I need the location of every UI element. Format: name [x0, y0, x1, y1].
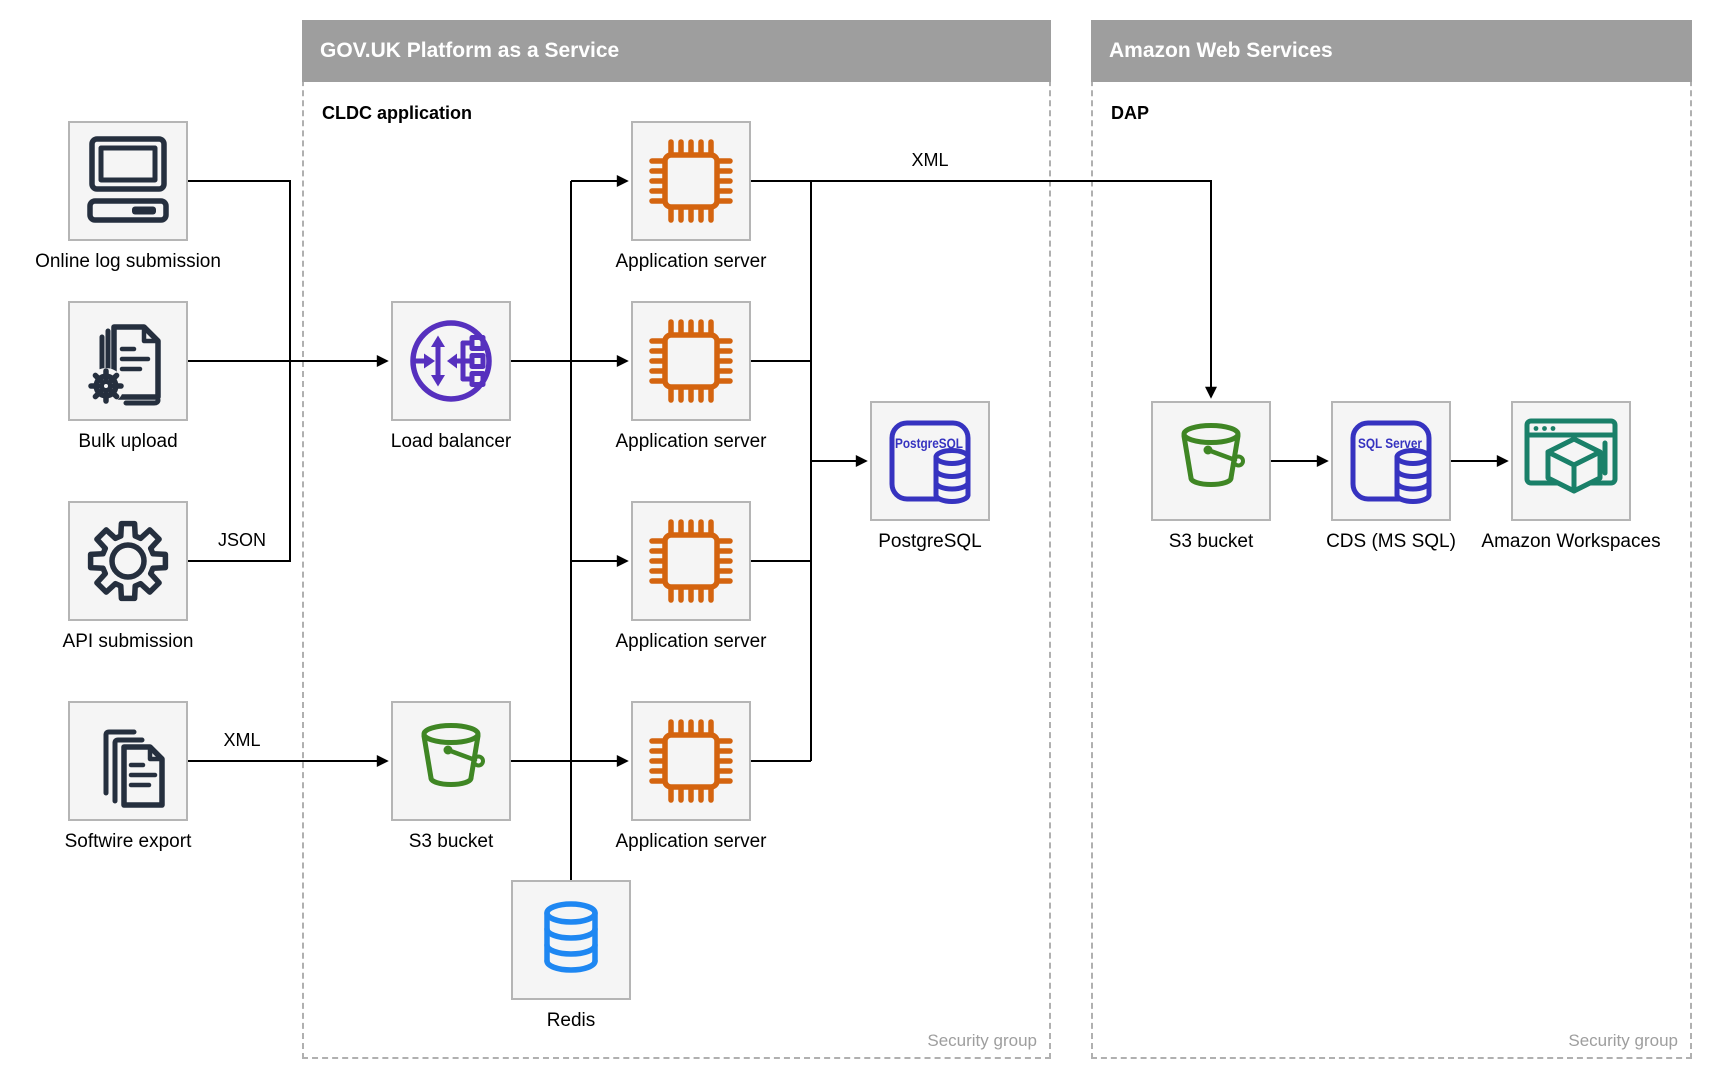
aws-title: Amazon Web Services	[1109, 39, 1333, 62]
load-balancer-icon	[410, 320, 492, 402]
node-label: Application server	[615, 431, 767, 452]
edge-label-xml-softwire: XML	[223, 730, 261, 750]
s3-bucket-icon	[1181, 423, 1245, 487]
node-label: Application server	[615, 251, 767, 272]
paas-title: GOV.UK Platform as a Service	[320, 39, 620, 62]
node-label: Redis	[546, 1010, 596, 1031]
node-label: S3 bucket	[1168, 531, 1254, 552]
desktop-computer-icon	[87, 136, 169, 223]
node-bulk-upload	[68, 301, 188, 421]
node-redis	[511, 880, 631, 1000]
node-label: Online log submission	[35, 251, 221, 272]
node-online-log-submission	[68, 121, 188, 241]
node-label: API submission	[62, 631, 194, 652]
node-label: PostgreSQL	[878, 531, 982, 552]
node-load-balancer	[391, 301, 511, 421]
chip-icon	[649, 319, 733, 403]
sql-server-database-icon: SQL Server	[1350, 420, 1432, 504]
node-label: Amazon Workspaces	[1481, 531, 1661, 552]
node-cds-ms-sql: SQL Server	[1331, 401, 1451, 521]
documents-stack-icon	[103, 729, 165, 808]
node-label: S3 bucket	[408, 831, 494, 852]
node-application-server-4	[631, 701, 751, 821]
aws-container: Amazon Web Services DAP Security group	[1091, 20, 1692, 1059]
edge-label-json: JSON	[217, 530, 266, 550]
postgresql-badge-text: PostgreSQL	[895, 435, 963, 451]
node-label: CDS (MS SQL)	[1326, 531, 1456, 552]
node-label: Application server	[615, 631, 767, 652]
aws-security-group-label: Security group	[1568, 1031, 1678, 1050]
aws-header: Amazon Web Services	[1091, 20, 1692, 82]
node-amazon-workspaces	[1511, 401, 1631, 521]
node-label: Softwire export	[64, 831, 192, 852]
paas-subtitle: CLDC application	[322, 103, 473, 123]
edge-label-xml-dap: XML	[911, 150, 949, 170]
node-postgresql: PostgreSQL	[870, 401, 990, 521]
paas-container: GOV.UK Platform as a Service CLDC applic…	[302, 20, 1051, 1059]
node-s3-bucket-aws	[1151, 401, 1271, 521]
aws-subtitle: DAP	[1111, 103, 1150, 123]
paas-security-group-label: Security group	[927, 1031, 1037, 1050]
documents-gear-icon	[88, 324, 161, 406]
node-label: Load balancer	[390, 431, 512, 452]
paas-header: GOV.UK Platform as a Service	[302, 20, 1051, 82]
s3-bucket-icon	[421, 723, 485, 787]
workspaces-icon	[1524, 418, 1618, 494]
redis-cylinder-icon	[544, 901, 598, 973]
chip-icon	[649, 719, 733, 803]
node-s3-bucket-paas	[391, 701, 511, 821]
node-api-submission	[68, 501, 188, 621]
node-application-server-2	[631, 301, 751, 421]
node-label: Application server	[615, 831, 767, 852]
chip-icon	[649, 139, 733, 223]
chip-icon	[649, 519, 733, 603]
postgresql-database-icon: PostgreSQL	[889, 420, 971, 504]
node-softwire-export	[68, 701, 188, 821]
sql-server-badge-text: SQL Server	[1358, 435, 1422, 451]
node-application-server-3	[631, 501, 751, 621]
node-application-server-1	[631, 121, 751, 241]
gear-icon	[87, 520, 169, 602]
node-label: Bulk upload	[78, 431, 178, 452]
